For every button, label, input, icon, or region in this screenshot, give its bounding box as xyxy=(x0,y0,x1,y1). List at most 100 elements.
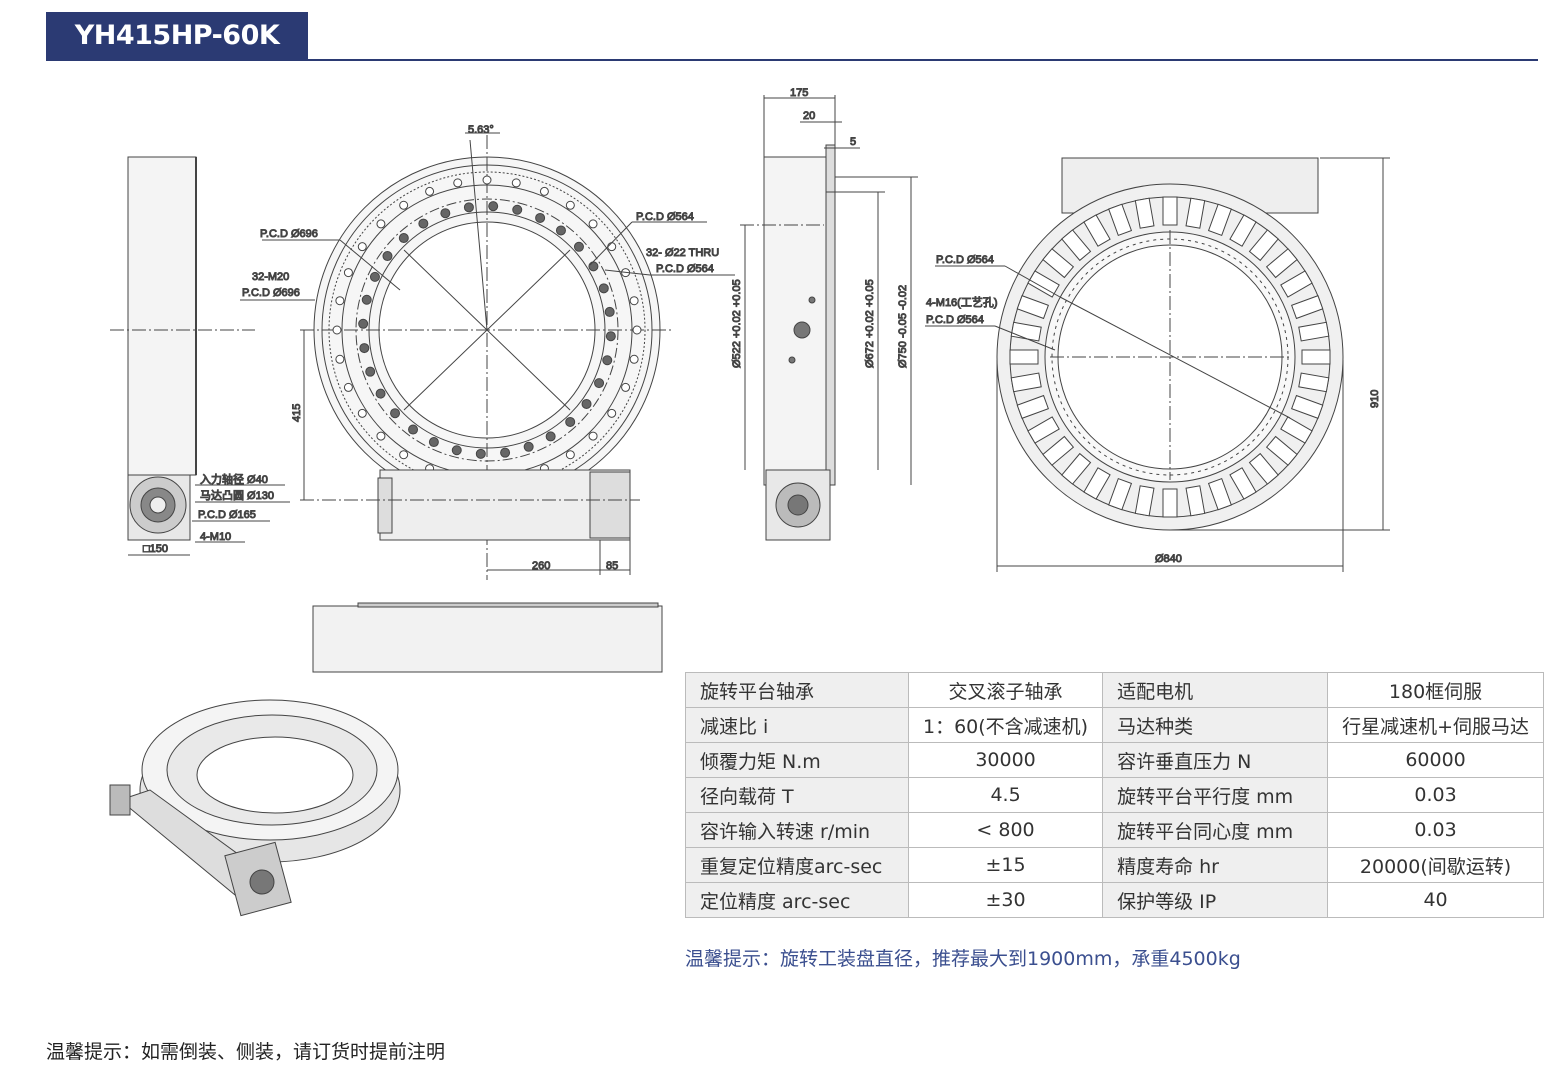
bolt-hole-icon xyxy=(440,208,451,219)
rib-pocket xyxy=(1010,372,1042,393)
spec-label: 旋转平台轴承 xyxy=(685,672,909,708)
spec-label: 马达种类 xyxy=(1102,707,1329,743)
spec-value: 40 xyxy=(1327,882,1545,918)
rib-pocket xyxy=(1207,478,1232,511)
bolt-hole-icon xyxy=(375,388,386,399)
bolt-hole-icon xyxy=(488,201,499,212)
spec-label: 径向载荷 T xyxy=(685,777,909,813)
bolt-hole-icon xyxy=(365,366,376,377)
rib-pocket xyxy=(1265,435,1298,466)
bolt-hole-icon xyxy=(376,219,386,229)
bolt-hole-icon xyxy=(357,408,367,418)
rib-pocket xyxy=(1229,467,1257,500)
spec-value: 30000 xyxy=(907,742,1104,778)
spec-value: ±15 xyxy=(907,847,1104,883)
bolt-hole-icon xyxy=(602,355,613,366)
spec-label: 倾覆力矩 N.m xyxy=(685,742,909,778)
bolt-hole-icon xyxy=(425,186,435,196)
bolt-hole-icon xyxy=(343,268,353,278)
bolt-hole-icon xyxy=(565,416,576,427)
spec-value: ±30 xyxy=(907,882,1104,918)
square-150-label: □150 xyxy=(143,543,168,555)
bolt-hole-icon xyxy=(408,424,419,435)
bolt-hole-icon xyxy=(588,219,598,229)
rib-pocket xyxy=(1061,452,1092,485)
pcd-564-label-b: P.C.D Ø564 xyxy=(656,263,714,275)
bolt-hole-icon xyxy=(428,437,439,448)
rib-pocket xyxy=(1134,485,1155,517)
spec-value: 180框伺服 xyxy=(1327,672,1545,708)
back-view xyxy=(925,157,1390,572)
spec-label: 旋转平台同心度 mm xyxy=(1102,812,1329,848)
bolt-hole-icon xyxy=(588,261,599,272)
spec-value: 4.5 xyxy=(907,777,1104,813)
bottom-note: 温馨提示：如需倒装、侧装，请订货时提前注明 xyxy=(46,1041,446,1063)
bolt-hole-icon xyxy=(621,382,631,392)
rib-pocket xyxy=(1083,467,1111,500)
height-415-label: 415 xyxy=(291,404,303,422)
bolt-hole-icon xyxy=(453,178,463,188)
bolt-hole-icon xyxy=(629,354,639,364)
rib-pocket xyxy=(1185,197,1206,229)
spec-label: 容许输入转速 r/min xyxy=(685,812,909,848)
bolt-hole-icon xyxy=(607,242,617,252)
pcd-564-label: P.C.D Ø564 xyxy=(636,211,694,223)
rib-pocket xyxy=(1229,214,1257,247)
bolt-hole-icon xyxy=(539,186,549,196)
bolt-hole-icon xyxy=(398,233,409,244)
table-note: 温馨提示：旋转工装盘直径，推荐最大到1900mm，承重4500kg xyxy=(685,948,1241,970)
bolt-hole-icon xyxy=(357,242,367,252)
bolt-hole-icon xyxy=(369,271,380,282)
bolt-hole-icon xyxy=(335,296,345,306)
thru-holes-label: 32- Ø22 THRU xyxy=(646,247,719,259)
rib-pocket xyxy=(1298,321,1330,342)
bolt-hole-icon xyxy=(359,343,370,354)
bolt-hole-icon xyxy=(555,225,566,236)
pcd-696-label: P.C.D Ø696 xyxy=(260,228,318,240)
rib-pocket xyxy=(1108,478,1133,511)
bolt-hole-icon xyxy=(475,448,486,459)
title-divider xyxy=(46,59,1538,61)
top-flat-view xyxy=(312,602,663,673)
m20-holes-label: 32-M20 xyxy=(252,271,289,283)
spec-value: 1：60(不含减速机) xyxy=(907,707,1104,743)
dim-260-label: 260 xyxy=(532,560,550,572)
spec-value: 行星减速机+伺服马达 xyxy=(1327,707,1545,743)
bolt-hole-icon xyxy=(399,200,409,210)
back-pcd-564-label: P.C.D Ø564 xyxy=(936,254,994,266)
spec-label: 旋转平台平行度 mm xyxy=(1102,777,1329,813)
dia-840-label: Ø840 xyxy=(1155,553,1182,565)
bolt-hole-icon xyxy=(565,200,575,210)
rib-pocket xyxy=(1280,416,1313,444)
rib-pocket xyxy=(1291,295,1324,320)
motor-boss-label: 马达凸圆 Ø130 xyxy=(200,489,274,502)
spec-label: 适配电机 xyxy=(1102,672,1329,708)
rib-pocket xyxy=(1248,452,1279,485)
rib-pocket xyxy=(1162,196,1178,226)
rib-pocket xyxy=(1042,435,1075,466)
rib-pocket xyxy=(1162,488,1178,518)
bolt-hole-icon xyxy=(632,325,642,335)
d672-label: Ø672 +0.02 +0.05 xyxy=(864,279,876,368)
bolt-hole-icon xyxy=(390,408,401,419)
bolt-hole-icon xyxy=(382,251,393,262)
rib-pocket xyxy=(1265,248,1298,279)
spec-value: 60000 xyxy=(1327,742,1545,778)
rib-pocket xyxy=(1016,295,1049,320)
bolt-hole-icon xyxy=(535,212,546,223)
spec-label: 容许垂直压力 N xyxy=(1102,742,1329,778)
dim-85-label: 85 xyxy=(606,560,618,572)
spec-label: 保护等级 IP xyxy=(1102,882,1329,918)
spec-value: 交叉滚子轴承 xyxy=(907,672,1104,708)
spec-label: 重复定位精度arc-sec xyxy=(685,847,909,883)
rib-pocket xyxy=(1009,349,1039,365)
rib-pocket xyxy=(1280,270,1313,298)
